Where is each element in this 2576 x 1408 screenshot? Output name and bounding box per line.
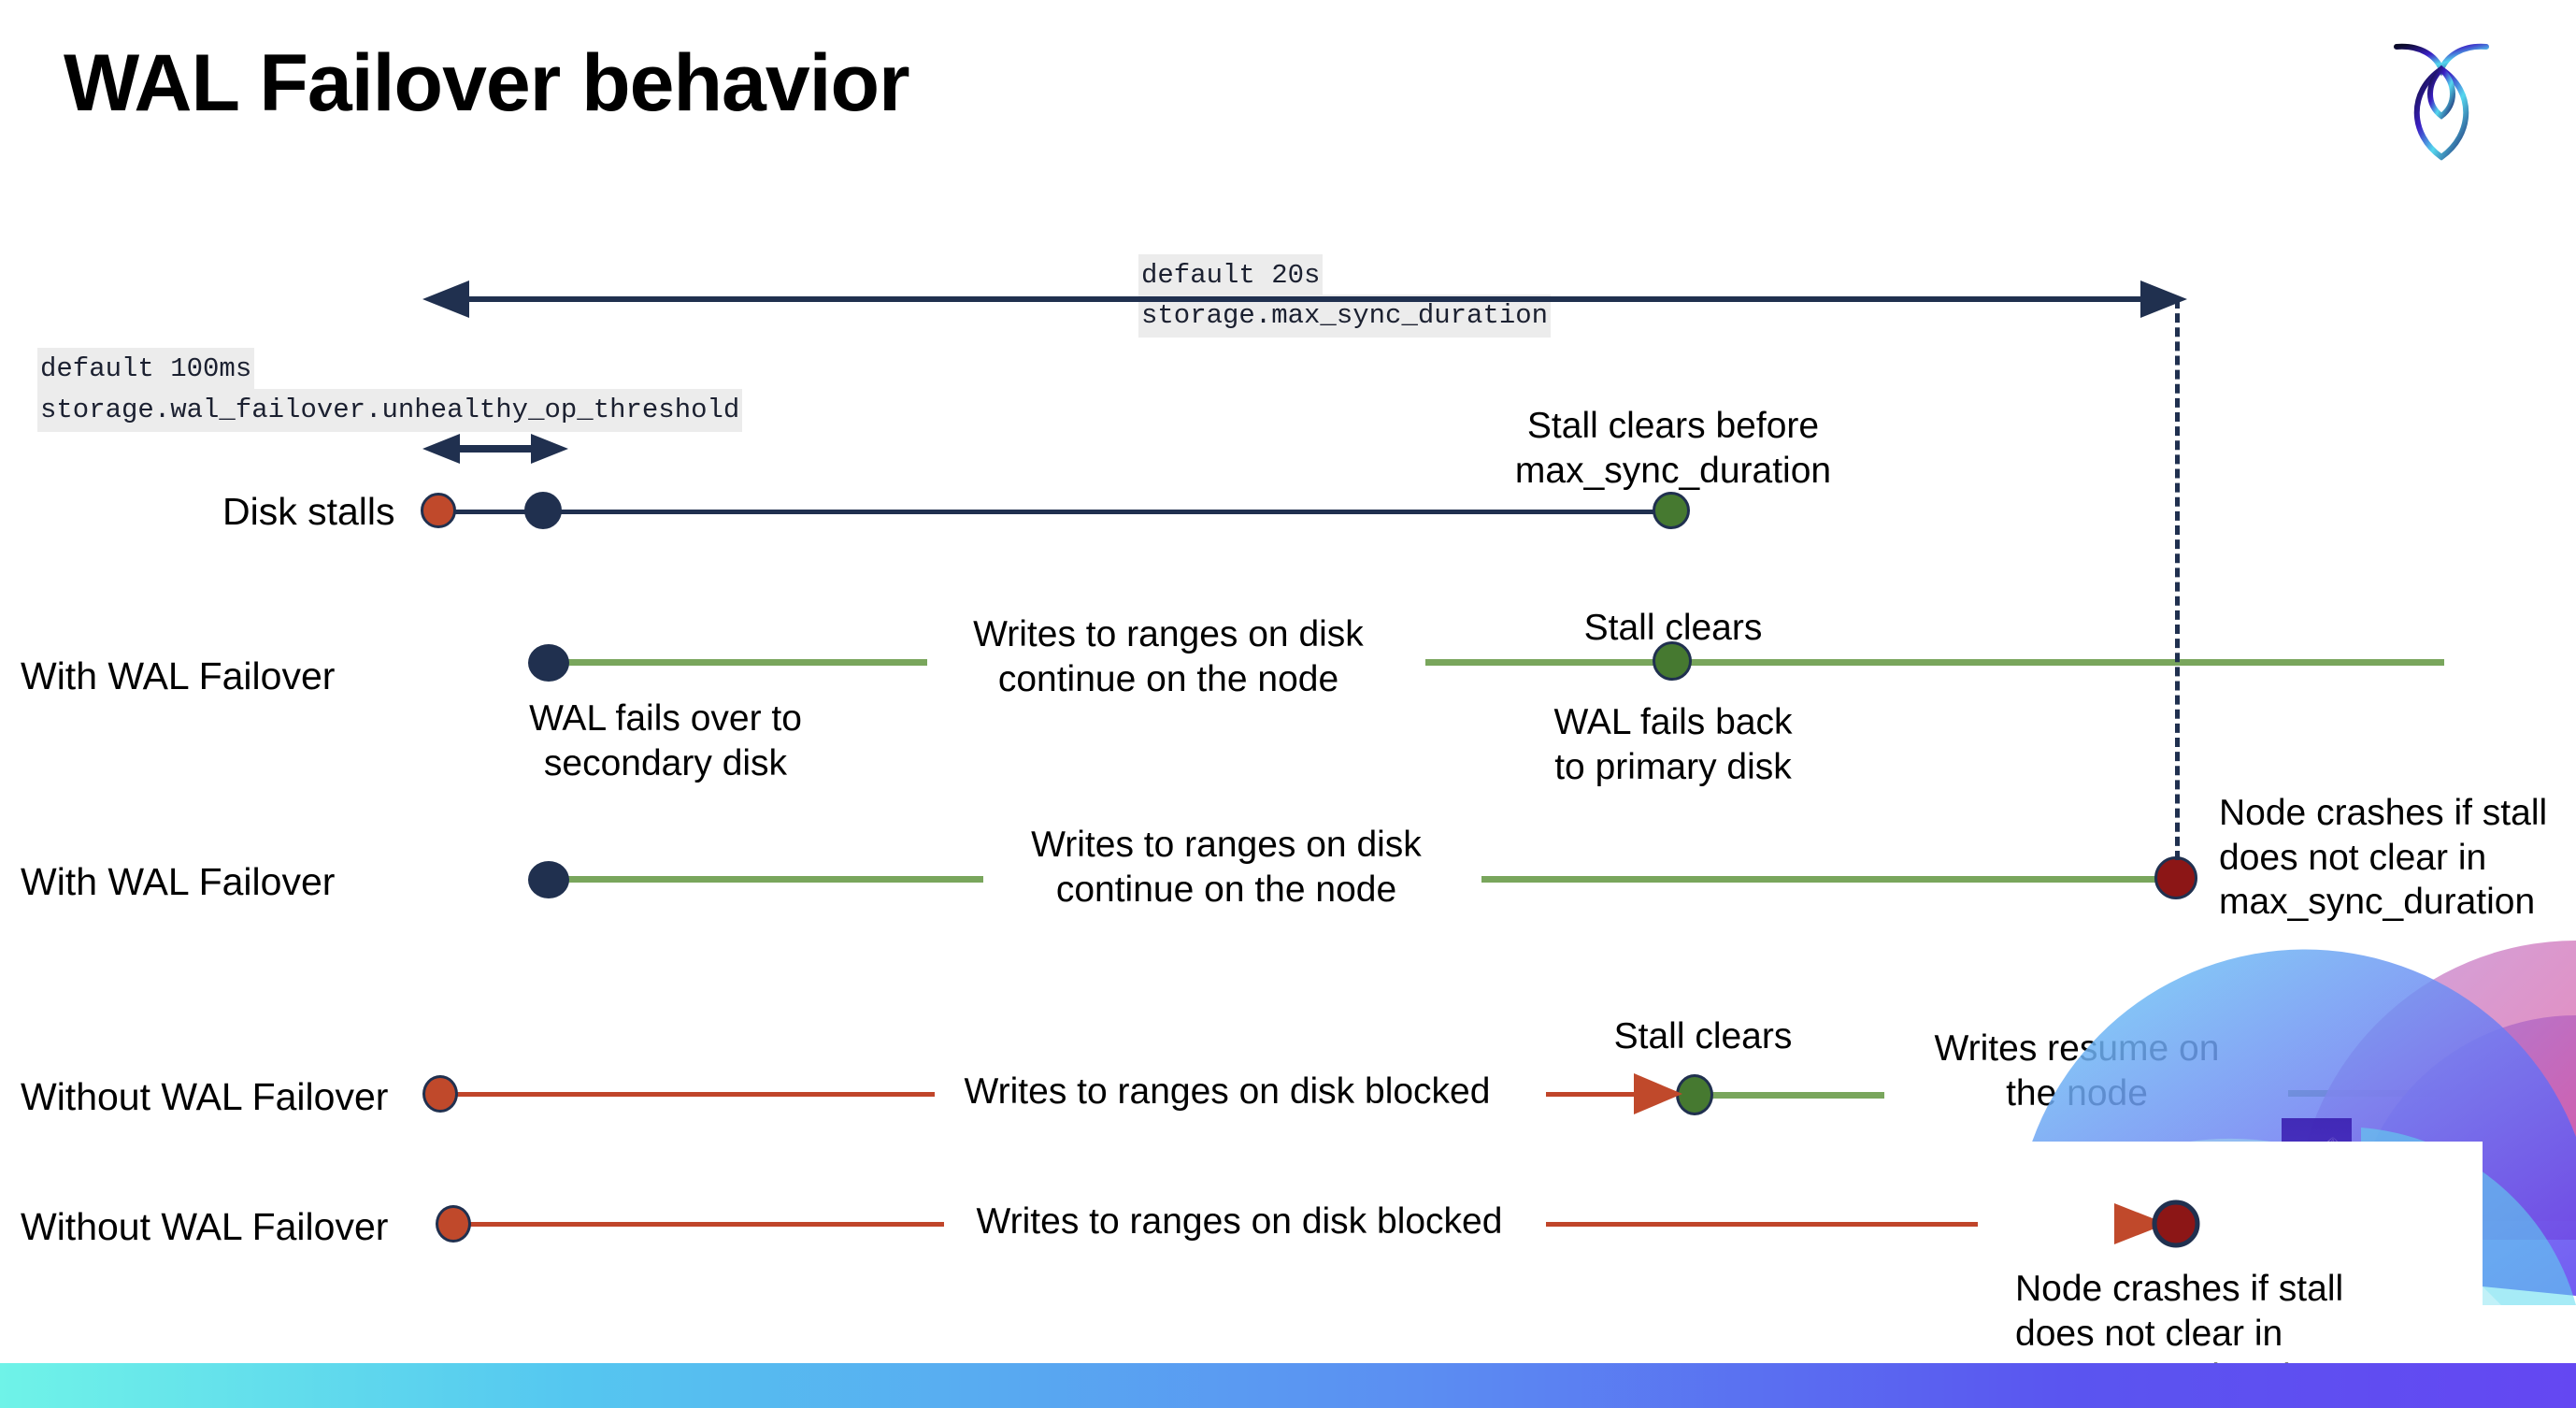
with-failover-1-segment-left xyxy=(553,659,927,666)
unhealthy-op-threshold-default-label: default 100ms xyxy=(37,348,255,391)
span-arrowhead-left-icon xyxy=(422,280,469,318)
row-label-with-wal-failover-1: With WAL Failover xyxy=(21,654,336,697)
without-failover-2-segment-right xyxy=(1546,1222,2163,1227)
threshold-arrowhead-left-icon xyxy=(422,434,460,464)
disk-stalls-timeline-segment xyxy=(439,510,1673,514)
with-failover-1-segment-right xyxy=(1425,659,2444,666)
with-failover-1-failover-dot xyxy=(528,644,569,682)
row-label-with-wal-failover-2: With WAL Failover xyxy=(21,860,336,903)
row-label-without-wal-failover-2: Without WAL Failover xyxy=(21,1205,389,1248)
max-sync-duration-default-label: default 20s xyxy=(1138,254,1324,297)
max-sync-duration-connector xyxy=(2175,299,2180,860)
without-failover-1-segment-left xyxy=(452,1092,935,1097)
without-failover-2-start-dot xyxy=(436,1205,471,1243)
row-label-disk-stalls: Disk stalls xyxy=(222,490,395,533)
crash-note-callout-plate xyxy=(1978,1142,2483,1371)
with-failover-2-segment-left xyxy=(553,876,983,883)
with-failover-2-segment-right xyxy=(1481,876,2164,883)
note-stall-clears-1: Stall clears xyxy=(1583,608,1763,648)
note-writes-continue-1: Writes to ranges on disk continue on the… xyxy=(973,614,1364,699)
with-failover-2-failover-dot xyxy=(528,861,569,898)
with-failover-2-crash-dot xyxy=(2154,856,2197,899)
note-wal-fails-over-to-secondary-disk: WAL fails over to secondary disk xyxy=(529,698,802,783)
note-wal-fails-back-to-primary-disk: WAL fails back to primary disk xyxy=(1553,702,1793,787)
note-writes-continue-2: Writes to ranges on disk continue on the… xyxy=(1031,825,1422,910)
without-failover-1-segment-mid xyxy=(1546,1092,1667,1097)
without-failover-1-clear-dot xyxy=(1676,1074,1713,1115)
max-sync-duration-setting-label: storage.max_sync_duration xyxy=(1138,295,1552,338)
note-node-crashes-1: Node crashes if stall does not clear in … xyxy=(2219,793,2548,923)
note-writes-blocked-2: Writes to ranges on disk blocked xyxy=(976,1201,1503,1242)
disk-stalls-clear-dot xyxy=(1653,492,1690,529)
note-stall-clears-before-max-sync-duration: Stall clears before max_sync_duration xyxy=(1514,406,1832,491)
cockroachdb-logo-icon xyxy=(2385,26,2497,166)
without-failover-1-start-dot xyxy=(422,1075,458,1113)
note-writes-blocked-1: Writes to ranges on disk blocked xyxy=(964,1071,1491,1112)
bottom-gradient-bar xyxy=(0,1363,2576,1408)
disk-stalls-start-dot xyxy=(421,493,456,528)
unhealthy-op-threshold-setting-label: storage.wal_failover.unhealthy_op_thresh… xyxy=(37,389,743,432)
row-label-without-wal-failover-1: Without WAL Failover xyxy=(21,1075,389,1118)
without-failover-1-segment-green-1 xyxy=(1707,1092,1884,1099)
page-title: WAL Failover behavior xyxy=(64,38,910,128)
span-arrowhead-right-icon xyxy=(2140,280,2187,318)
with-failover-1-clear-dot xyxy=(1653,641,1692,681)
note-stall-clears-2: Stall clears xyxy=(1613,1016,1793,1056)
disk-stalls-failover-dot xyxy=(524,492,562,529)
without-failover-2-segment-left xyxy=(465,1222,944,1227)
threshold-arrowhead-right-icon xyxy=(531,434,568,464)
